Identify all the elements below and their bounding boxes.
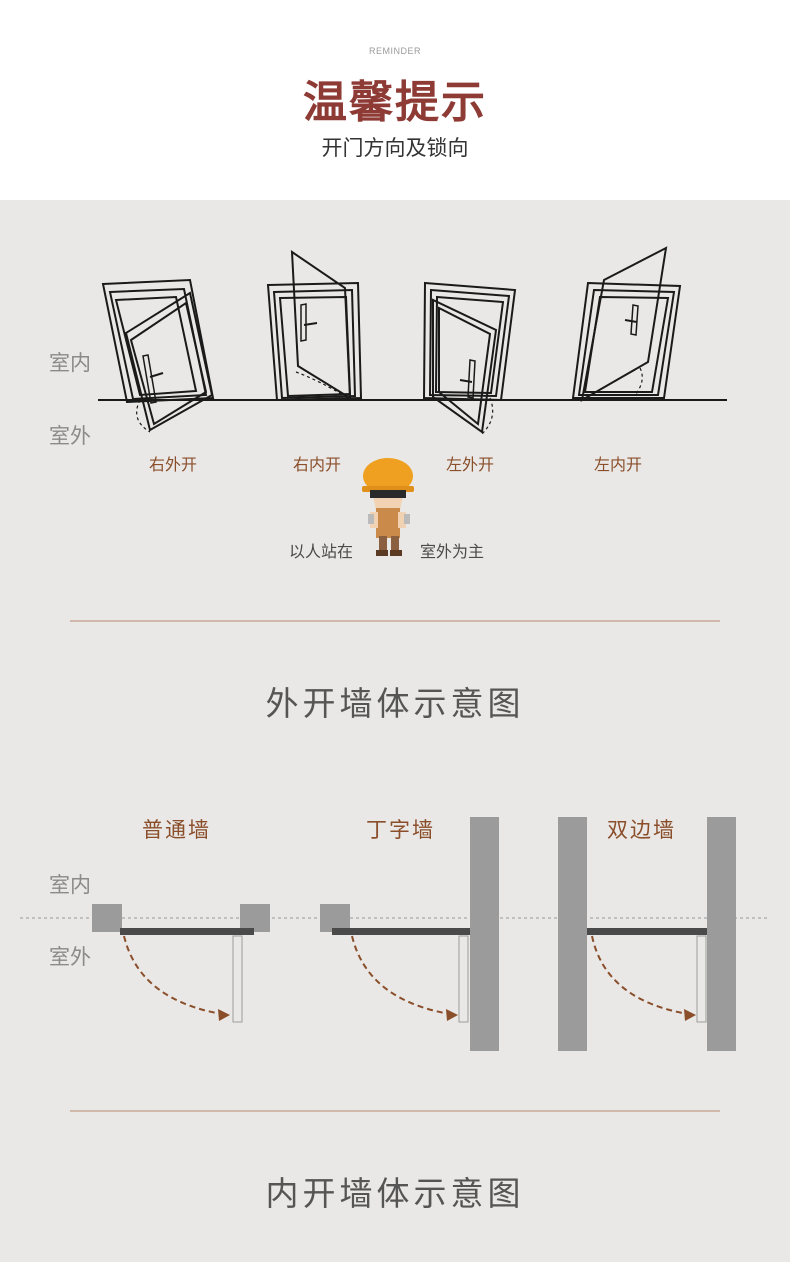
door-label-right-outward: 右外开: [149, 455, 198, 474]
door-left-inward: [571, 246, 682, 402]
wall-label-t-shaped: 丁字墙: [366, 818, 435, 842]
door-left-outward: [422, 281, 517, 435]
wall-normal: [92, 904, 270, 1023]
outward-section-title: 外开墙体示意图: [265, 684, 525, 723]
door-right-outward: [101, 278, 215, 433]
header: REMINDER 温馨提示 开门方向及锁向: [0, 0, 790, 200]
door-label-left-inward: 左内开: [594, 455, 643, 474]
eyebrow-text: REMINDER: [368, 46, 421, 56]
wall-t-shaped: [320, 817, 499, 1051]
stand-text-right: 室外为主: [420, 542, 485, 561]
worker-figure: [362, 458, 414, 556]
wall-label-double-sided: 双边墙: [607, 818, 676, 842]
indoor-label: 室内: [49, 351, 91, 375]
wall-double-sided: [558, 817, 736, 1051]
outdoor-label: 室外: [49, 424, 91, 448]
inward-section-title: 内开墙体示意图: [265, 1174, 525, 1213]
door-label-left-outward: 左外开: [446, 455, 495, 474]
wall-outdoor-label: 室外: [49, 945, 91, 969]
stand-text-left: 以人站在: [289, 542, 354, 561]
page-title: 温馨提示: [303, 77, 487, 128]
wall-indoor-label: 室内: [49, 873, 91, 897]
wall-label-normal: 普通墙: [142, 818, 211, 842]
door-label-right-inward: 右内开: [293, 455, 342, 474]
page-subtitle: 开门方向及锁向: [321, 136, 469, 160]
door-right-inward: [266, 250, 363, 402]
